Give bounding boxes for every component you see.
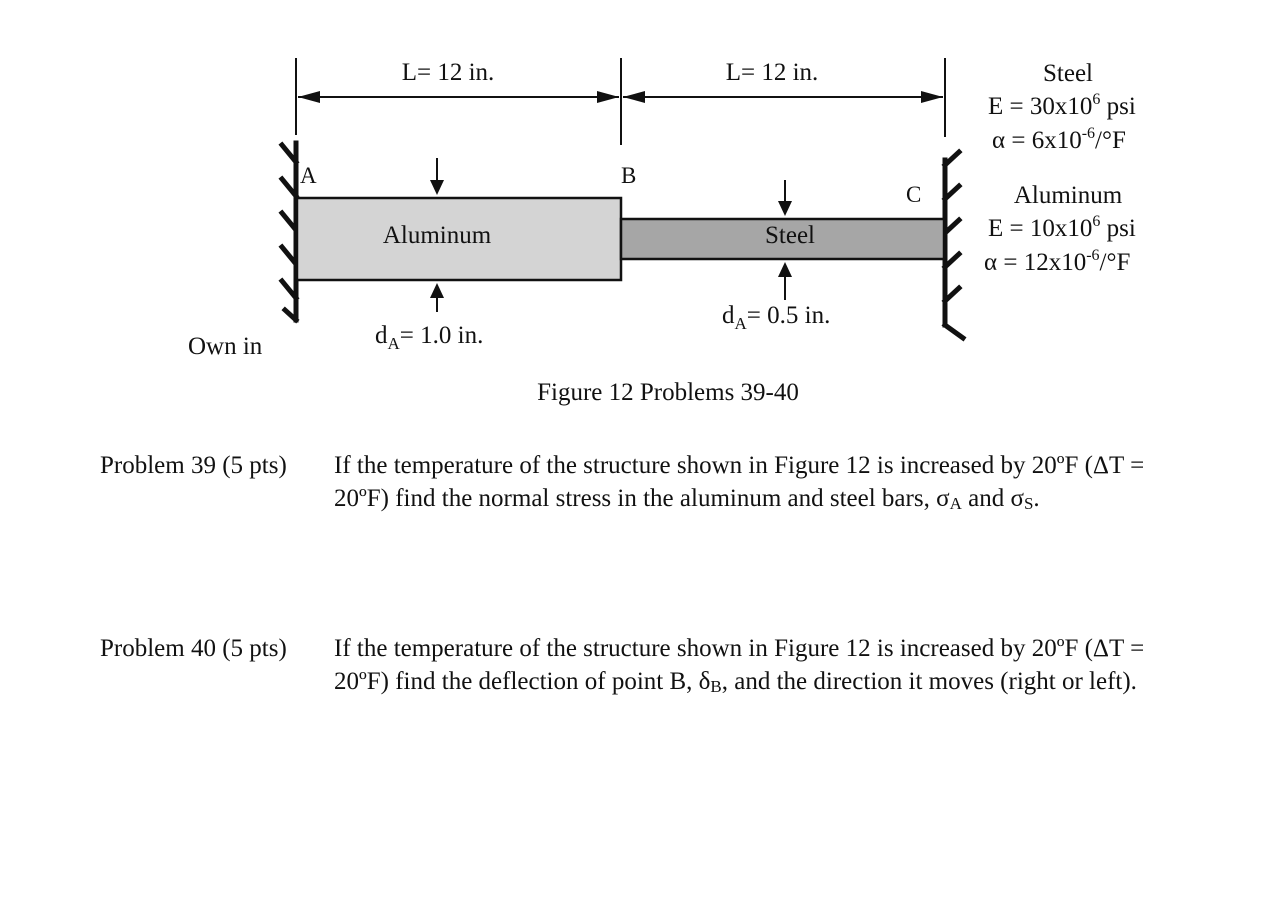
left-wall-support	[278, 140, 300, 324]
steel-bar-label: Steel	[765, 222, 815, 249]
dimension-label-bc: L= 12 in.	[726, 59, 819, 86]
side-note: Own in	[188, 333, 263, 360]
problem-40-statement: If the temperature of the structure show…	[334, 635, 1145, 696]
aluminum-diameter-arrow-bottom	[430, 283, 444, 312]
dimension-label-ab: L= 12 in.	[402, 59, 495, 86]
steel-diameter-label: dA= 0.5 in.	[722, 302, 830, 333]
steel-modulus: E = 30x106 psi	[988, 91, 1136, 120]
delta-b-symbol: δB	[698, 668, 722, 696]
steel-diameter-arrow-top	[778, 180, 792, 216]
steel-properties-title: Steel	[1043, 60, 1093, 87]
problem-39-label: Problem 39 (5 pts)	[100, 452, 287, 479]
point-label-b: B	[621, 163, 636, 188]
aluminum-bar-label: Aluminum	[383, 222, 492, 249]
problem-40-label: Problem 40 (5 pts)	[100, 635, 287, 662]
steel-bar	[619, 217, 946, 261]
right-wall-support	[941, 148, 967, 342]
steel-properties: Steel E = 30x106 psi α = 6x10-6/°F	[988, 60, 1136, 154]
point-label-c: C	[906, 182, 921, 207]
aluminum-diameter-label: dA= 1.0 in.	[375, 322, 483, 353]
steel-diameter-arrow-bottom	[778, 262, 792, 300]
sigma-s-symbol: σS	[1010, 485, 1034, 513]
aluminum-thermal-coefficient: α = 12x10-6/°F	[984, 247, 1130, 276]
problem-39-statement: If the temperature of the structure show…	[334, 452, 1145, 513]
figure-caption: Figure 12 Problems 39-40	[537, 379, 799, 406]
steel-thermal-coefficient: α = 6x10-6/°F	[992, 125, 1126, 154]
point-label-a: A	[300, 163, 317, 188]
aluminum-modulus: E = 10x106 psi	[988, 213, 1136, 242]
aluminum-properties: Aluminum E = 10x106 psi α = 12x10-6/°F	[984, 182, 1136, 276]
aluminum-diameter-arrow-top	[430, 158, 444, 195]
figure-12-diagram: L= 12 in. L= 12 in. Aluminum Steel A B C	[188, 58, 1136, 406]
aluminum-properties-title: Aluminum	[1014, 182, 1123, 209]
sigma-a-symbol: σA	[936, 485, 962, 513]
